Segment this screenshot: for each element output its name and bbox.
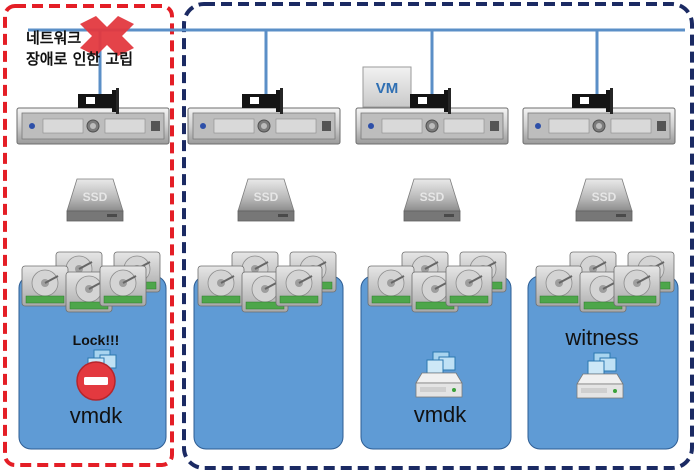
server-icon — [16, 107, 170, 145]
ssd-icon: SSD — [66, 178, 124, 222]
host-2: SSD — [187, 88, 344, 450]
hdd-cluster-icon — [22, 252, 160, 312]
svg-text:SSD: SSD — [83, 190, 108, 204]
storage-tray-icon — [415, 372, 463, 398]
object-label-vmdk: vmdk — [70, 403, 124, 428]
ssd-icon: SSD — [237, 178, 295, 222]
ssd-icon: SSD — [575, 178, 633, 222]
storage-tray-icon — [576, 373, 624, 399]
partition-label-line1: 네트워크 — [26, 29, 81, 47]
partition-label-line2: 장애로 인한 고립 — [26, 50, 133, 68]
lock-status-text: Lock!!! — [73, 332, 120, 348]
network-failure-x-icon — [80, 16, 134, 56]
svg-text:SSD: SSD — [254, 190, 279, 204]
hdd-cluster-icon — [536, 252, 674, 312]
object-label-witness: witness — [564, 325, 638, 350]
host-4: SSD witness — [522, 88, 679, 450]
object-label-vmdk: vmdk — [414, 402, 468, 427]
isolated-host-border — [3, 4, 174, 467]
lock-badge-icon — [76, 361, 116, 401]
hdd-cluster-icon — [368, 252, 506, 312]
svg-text:SSD: SSD — [592, 190, 617, 204]
ssd-icon: SSD — [403, 178, 461, 222]
vm-label: VM — [376, 80, 399, 97]
server-icon — [187, 107, 341, 145]
host-3: VM SSD vmdk — [355, 66, 512, 450]
server-icon — [355, 107, 509, 145]
hdd-cluster-icon — [198, 252, 336, 312]
svg-text:SSD: SSD — [420, 190, 445, 204]
host-1: SSD Lock!!! vmdk — [16, 88, 170, 450]
server-icon — [522, 107, 676, 145]
vm-icon: VM — [362, 66, 412, 108]
